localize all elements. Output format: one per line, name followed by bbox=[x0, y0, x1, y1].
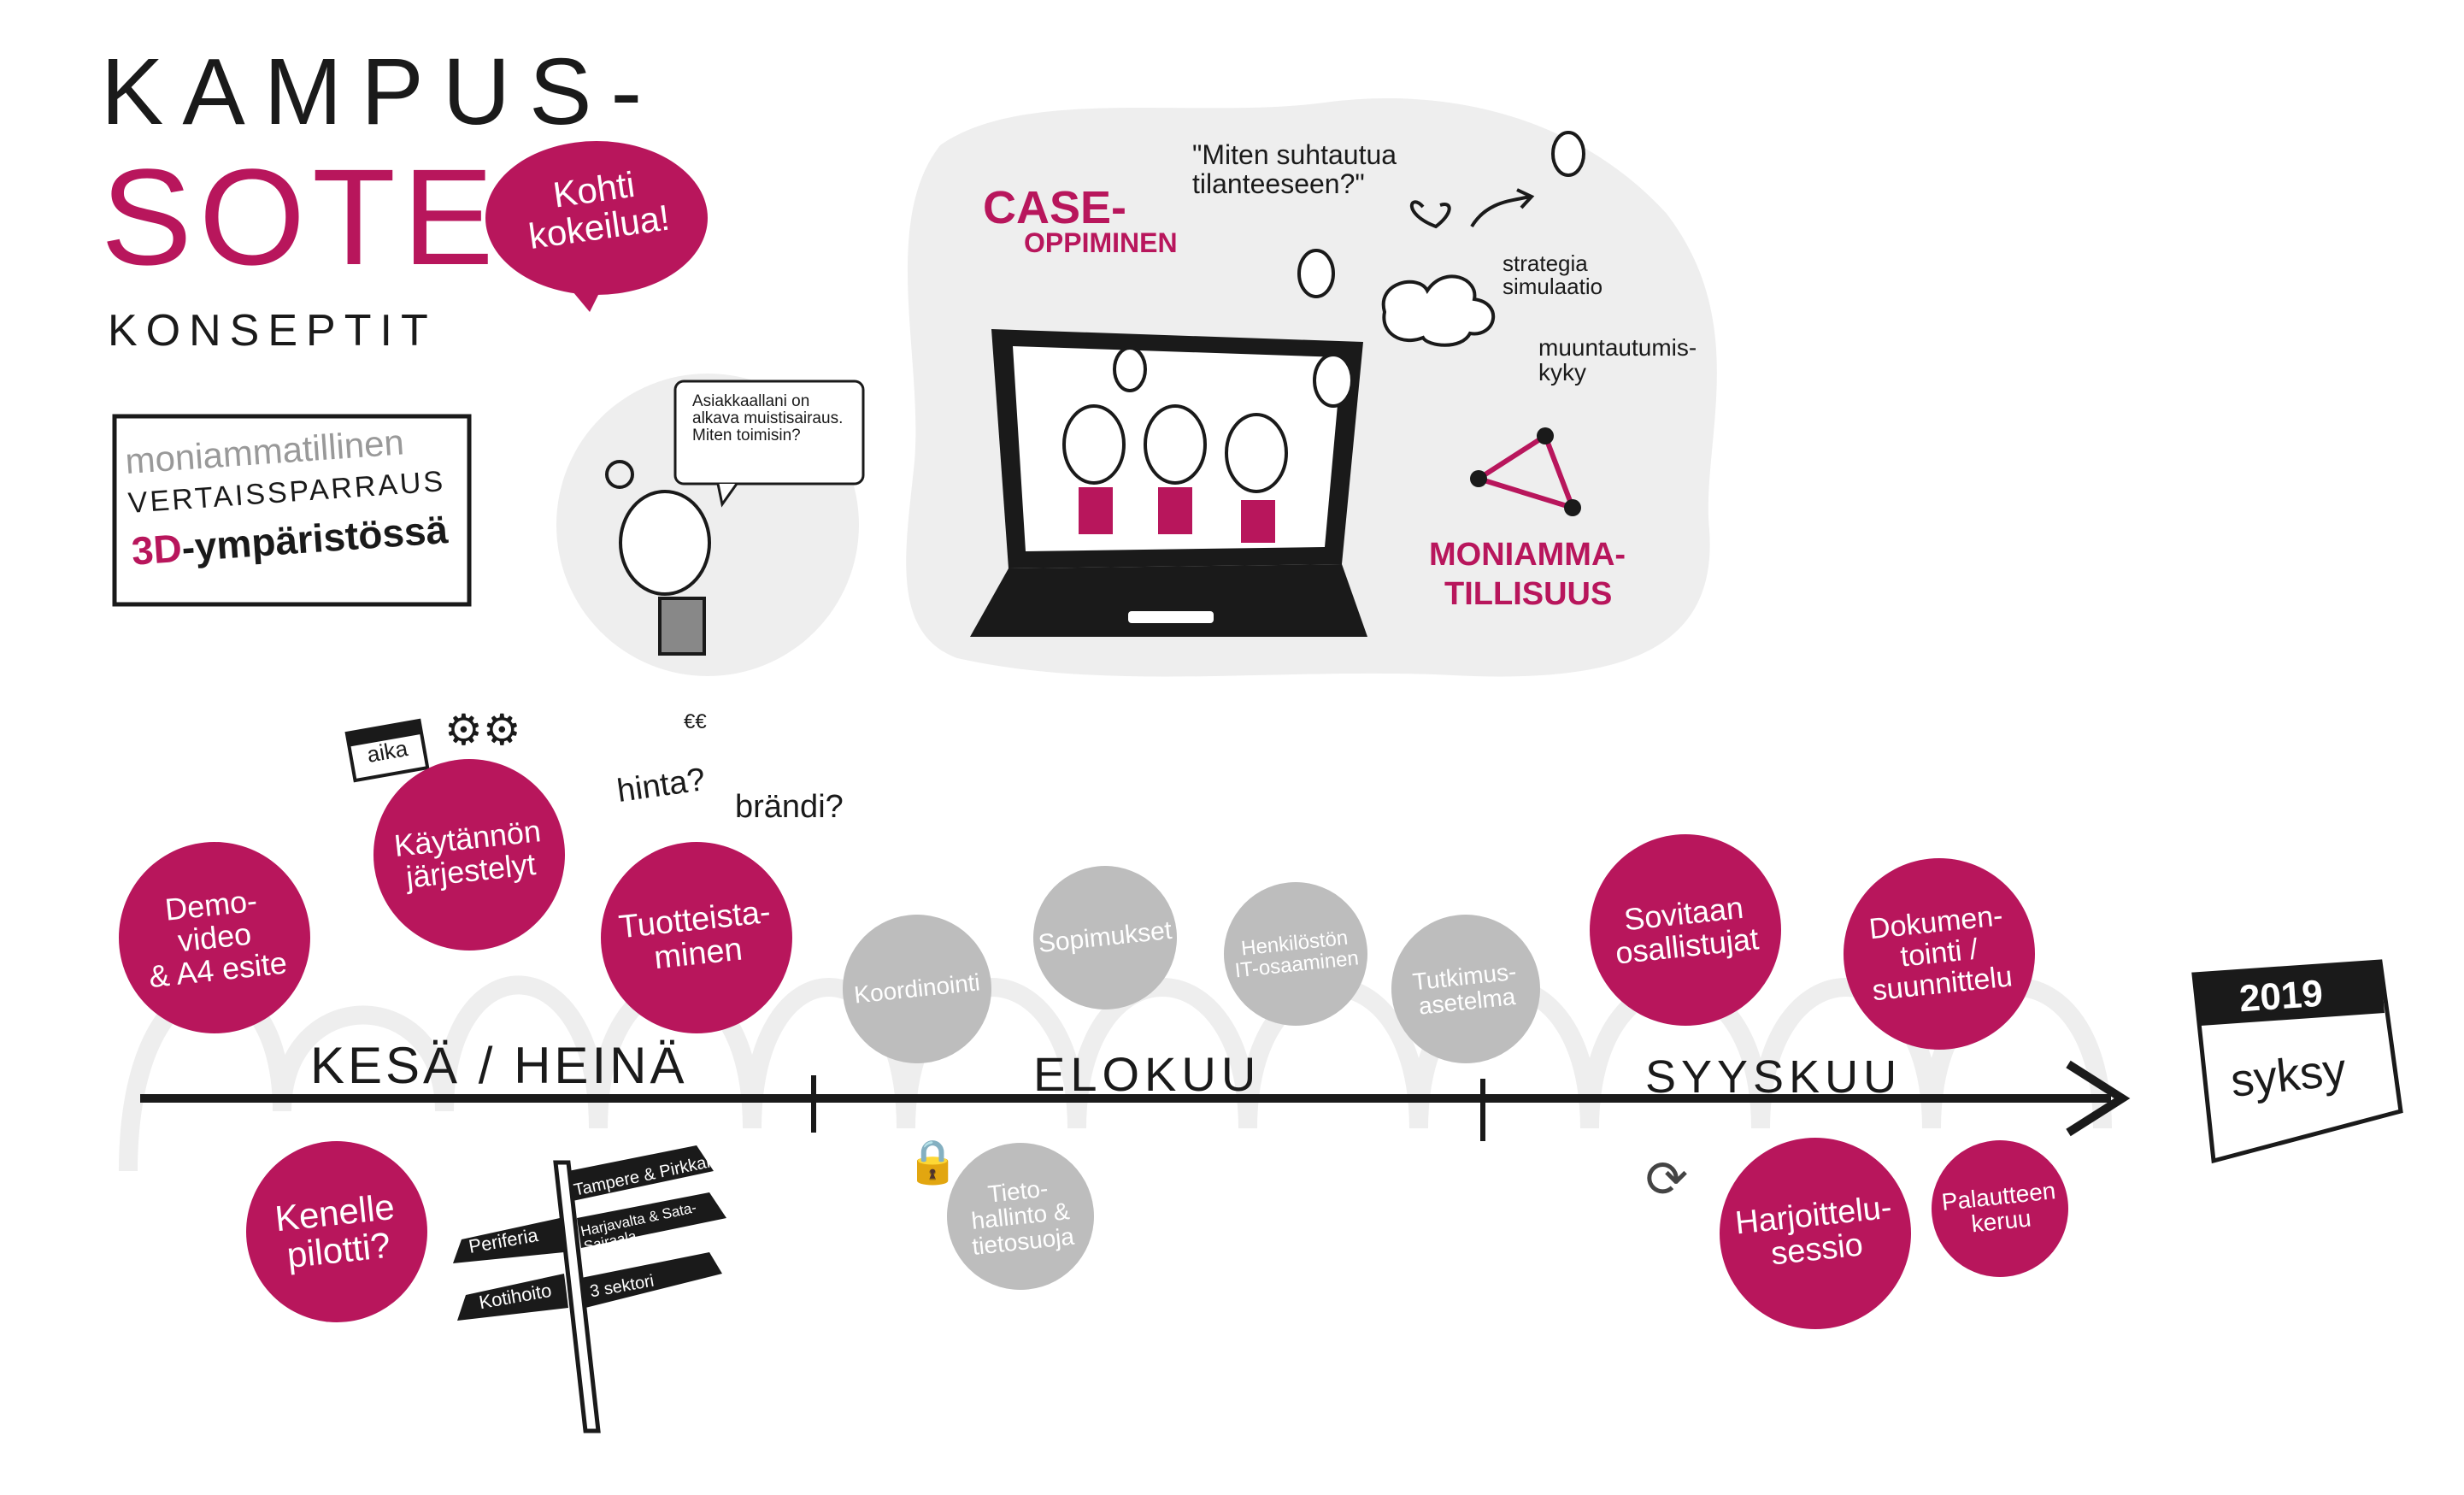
arrow-curve-icon bbox=[1470, 188, 1535, 228]
multi-title: MONIAMMA- bbox=[1429, 537, 1626, 573]
title-kampus: KAMPUS- bbox=[101, 39, 662, 144]
adaptability-note: muuntautumis- kyky bbox=[1538, 334, 1697, 386]
calendar-label: syksy bbox=[2228, 1044, 2349, 1107]
banner-box bbox=[112, 414, 472, 607]
calendar-icon bbox=[2191, 959, 2403, 1164]
banner: moniammatillinen VERTAISSPARRAUS 3D-ympä… bbox=[124, 421, 450, 574]
euro-icon: €€ bbox=[684, 710, 707, 733]
refresh-icon: ⟳ bbox=[1645, 1151, 1689, 1208]
brand-note: brändi? bbox=[735, 789, 844, 825]
speech-bubble-shape bbox=[673, 380, 865, 486]
calendar-year: 2019 bbox=[2238, 972, 2325, 1021]
case-quote: "Miten suhtautua tilanteeseen?" bbox=[1192, 139, 1397, 199]
month-syyskuu: SYYSKUU bbox=[1645, 1051, 1902, 1103]
person-icon bbox=[605, 460, 711, 656]
title-sote: SOTE bbox=[101, 140, 501, 293]
banner-3d: 3D bbox=[130, 525, 184, 574]
timeline-arrowhead bbox=[2066, 1060, 2131, 1137]
lock-icon: 🔒 bbox=[906, 1138, 960, 1186]
month-elokuu: ELOKUU bbox=[1033, 1047, 1261, 1101]
cloud-icon bbox=[1381, 274, 1496, 347]
month-kesa-heina: KESÄ / HEINÄ bbox=[310, 1037, 688, 1094]
case-title: CASE- bbox=[983, 182, 1127, 233]
signpost-icon bbox=[453, 1145, 726, 1433]
network-triangle-icon bbox=[1470, 427, 1581, 516]
kohti-bubble-shape bbox=[485, 141, 708, 295]
gears-icon: ⚙⚙ bbox=[444, 706, 521, 754]
laptop-icon bbox=[970, 329, 1367, 637]
subtitle-konseptit: KONSEPTIT bbox=[108, 306, 437, 356]
strategy-note: strategia simulaatio bbox=[1503, 250, 1603, 300]
multi-title-2: TILLISUUS bbox=[1444, 576, 1613, 612]
case-subtitle: OPPIMINEN bbox=[1024, 227, 1178, 258]
loop-path bbox=[119, 975, 2112, 1172]
speech-bubble-text: Asiakkaallani on alkava muistisairaus. M… bbox=[692, 392, 844, 444]
lightbulb-icons bbox=[1113, 131, 1585, 408]
heart-icon bbox=[1409, 200, 1451, 229]
